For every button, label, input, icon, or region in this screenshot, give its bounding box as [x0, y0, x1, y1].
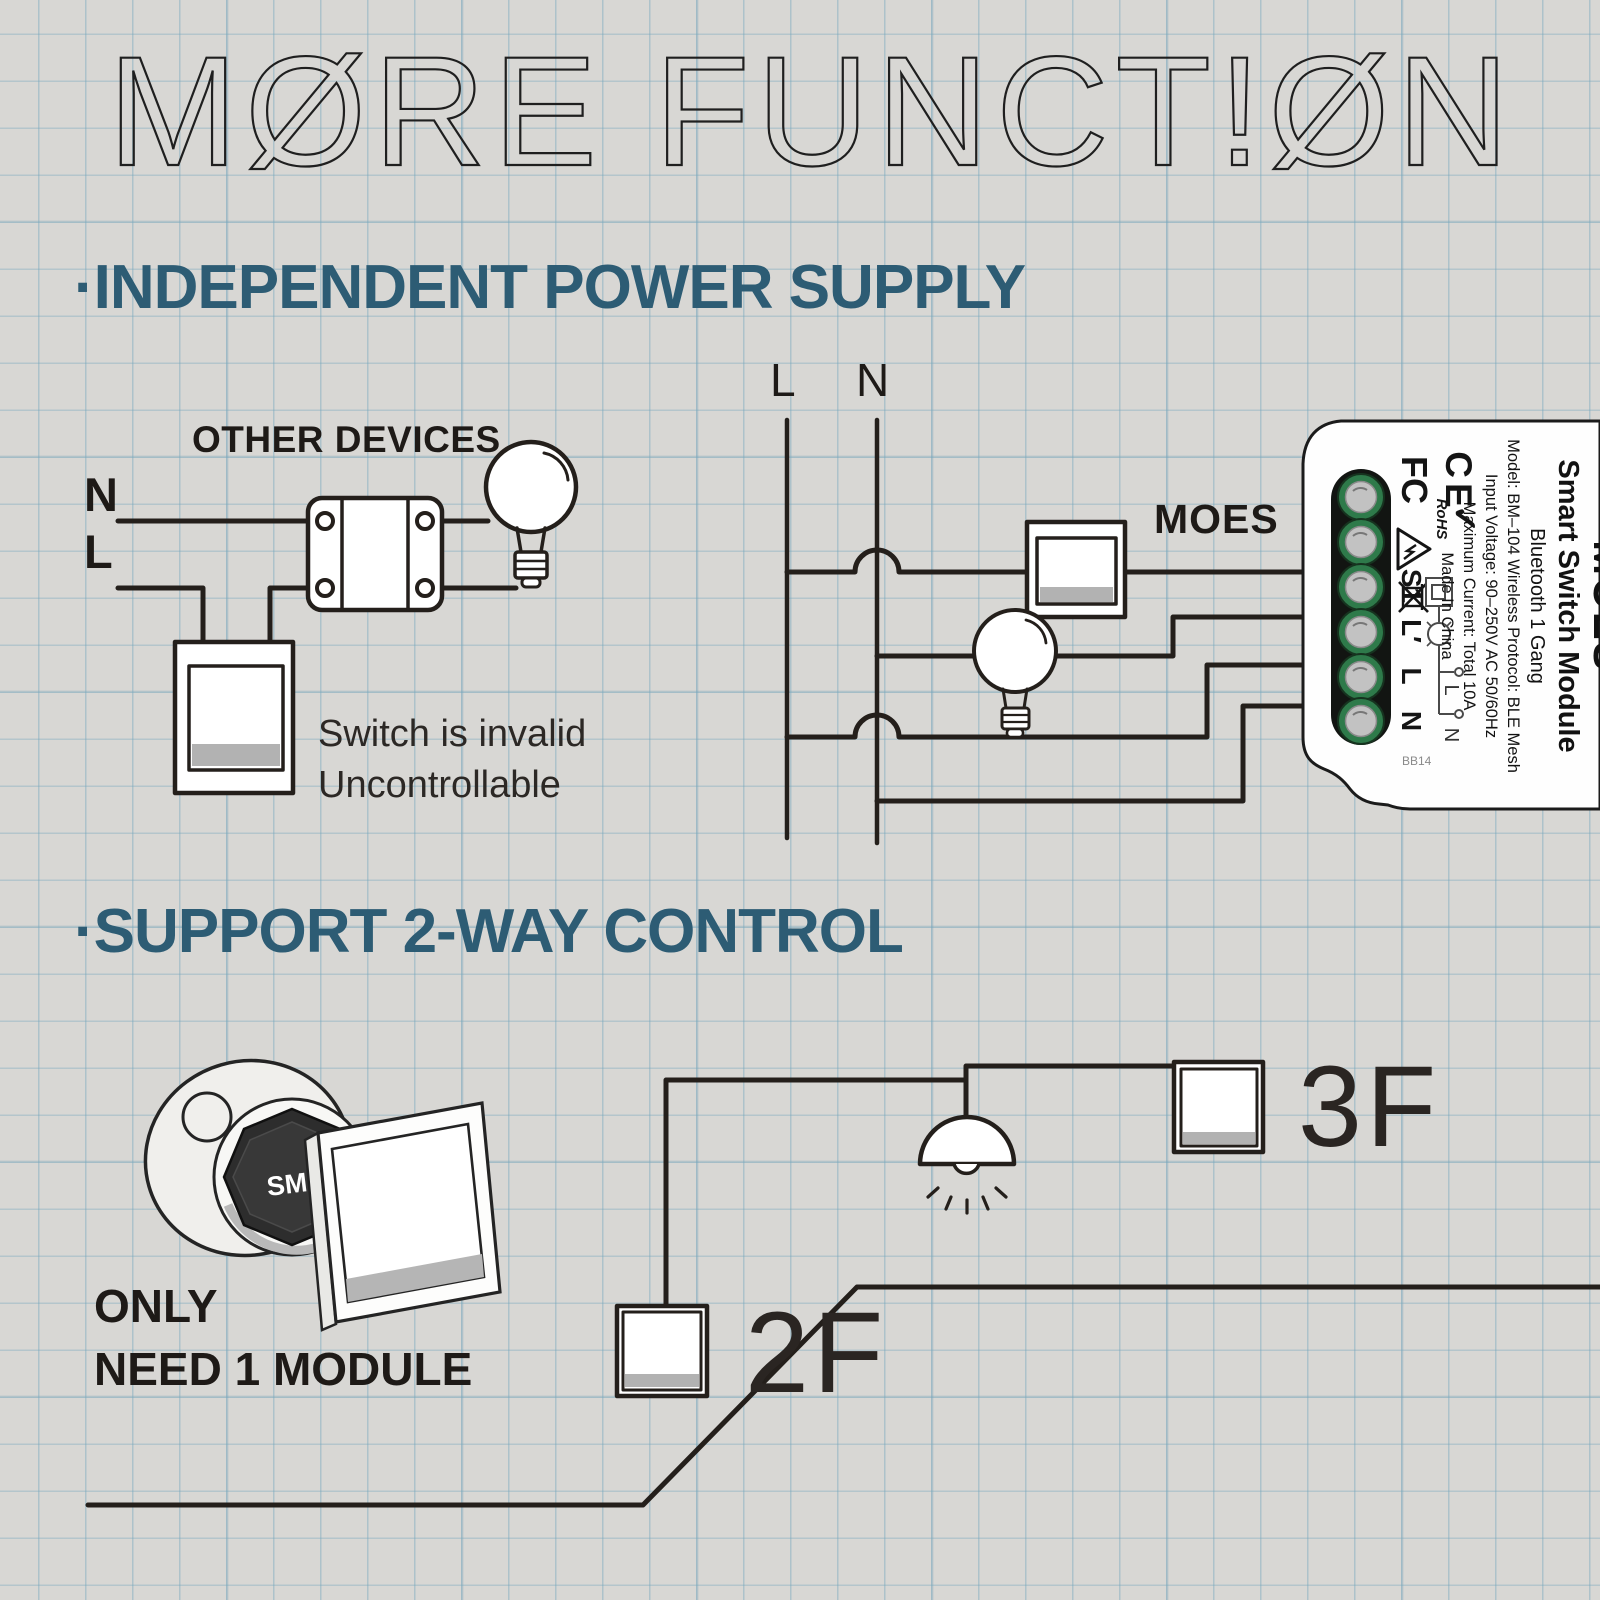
screw-hole [415, 578, 435, 598]
other-device-box [305, 495, 445, 613]
section-heading-independent-power-supply: ·INDEPENDENT POWER SUPPLY [74, 253, 1026, 322]
module-brand: MOES [1585, 540, 1600, 672]
wire-live-switch [784, 547, 1305, 575]
switch-plate-3d [303, 1101, 502, 1332]
ce-icon: CE [1438, 451, 1479, 512]
pendant-lamp-icon [917, 1114, 1017, 1215]
module-wiring-diagram: L N MOES [770, 354, 1305, 846]
wire-neutral-lamp [874, 614, 1305, 659]
one-module-illustration: SMA ONLY NEED 1 MODULE [94, 1058, 502, 1395]
module-spec-voltage: Input Voltage: 90–250V AC 50/60Hz [1481, 473, 1500, 739]
other-devices-label: OTHER DEVICES [192, 419, 501, 460]
terminal-label-l: L [1396, 667, 1427, 684]
high-voltage-warning-icon [1396, 527, 1432, 571]
caption-uncontrollable: Uncontrollable [318, 764, 561, 806]
wall-switch [1024, 519, 1128, 620]
weee-bin-icon [1398, 581, 1429, 613]
rohs-check-icon: ✓ [1445, 505, 1483, 534]
rohs-icon: RoHS [1433, 499, 1450, 540]
live-label: L [770, 354, 796, 406]
terminal-screw [1337, 473, 1385, 521]
terminal-label-l2: L′ [1396, 619, 1427, 643]
floor-3f-label: 3F [1298, 1043, 1440, 1171]
switch-2f [614, 1303, 710, 1399]
screw-hole [315, 511, 335, 531]
terminal-strip [1331, 469, 1391, 745]
module-label-block: MOES Smart Switch Module Bluetooth 1 Gan… [1436, 428, 1600, 784]
smart-switch-module: FC CE ✓ RoHS S1 L′ L N L [1301, 419, 1600, 811]
wall-switch [172, 639, 296, 796]
live-label: L [84, 525, 113, 578]
terminal-screw [1337, 518, 1385, 566]
caption-only: ONLY [94, 1280, 218, 1332]
two-way-control-diagram: 3F 2F [85, 1043, 1600, 1508]
caption-switch-invalid: Switch is invalid [318, 713, 586, 755]
module-code: BB14 [1402, 754, 1432, 768]
terminal-screw [1337, 697, 1385, 745]
wire-2f-to-3f [663, 1063, 1179, 1311]
screw-hole [315, 578, 335, 598]
staircase-line [85, 1284, 1600, 1508]
schematic-neutral-label: N [1440, 728, 1462, 742]
caption-need-1-module: NEED 1 MODULE [94, 1343, 472, 1395]
printed-mini-schematic [1425, 577, 1464, 719]
floor-2f-label: 2F [745, 1289, 887, 1417]
screw-hole [415, 511, 435, 531]
module-spec-current: Maximum Current: Total 10A [1460, 501, 1479, 711]
terminal-label-n: N [1396, 711, 1427, 731]
wire-neutral-2 [874, 703, 1305, 804]
neutral-label: N [84, 468, 118, 521]
box-hole [181, 1091, 233, 1143]
section-heading-support-2way-control: ·SUPPORT 2-WAY CONTROL [74, 897, 904, 966]
switch-3f [1171, 1059, 1266, 1155]
light-bulb-icon [972, 608, 1058, 739]
terminal-screw [1337, 608, 1385, 656]
schematic-live-label: L [1440, 684, 1462, 695]
wire-live-2 [784, 662, 1305, 740]
module-spec-origin: Made In China [1438, 552, 1457, 660]
module-spec-model: Model: BM–104 Wireless Protocol: BLE Mes… [1503, 439, 1522, 773]
left-wiring-diagram: OTHER DEVICES N L [84, 419, 586, 806]
terminal-label-s1: S1 [1396, 569, 1427, 603]
light-bulb-icon [483, 439, 579, 589]
neutral-label: N [856, 354, 889, 406]
module-spec-gang: Bluetooth 1 Gang [1525, 528, 1548, 684]
terminal-screw [1337, 653, 1385, 701]
fcc-icon: FC [1394, 456, 1435, 504]
module-product-name: Smart Switch Module [1551, 459, 1584, 753]
brand-label: MOES [1154, 496, 1279, 542]
page-title: MØRE FUNCT!ØN [107, 25, 1517, 199]
terminal-screw [1337, 563, 1385, 611]
